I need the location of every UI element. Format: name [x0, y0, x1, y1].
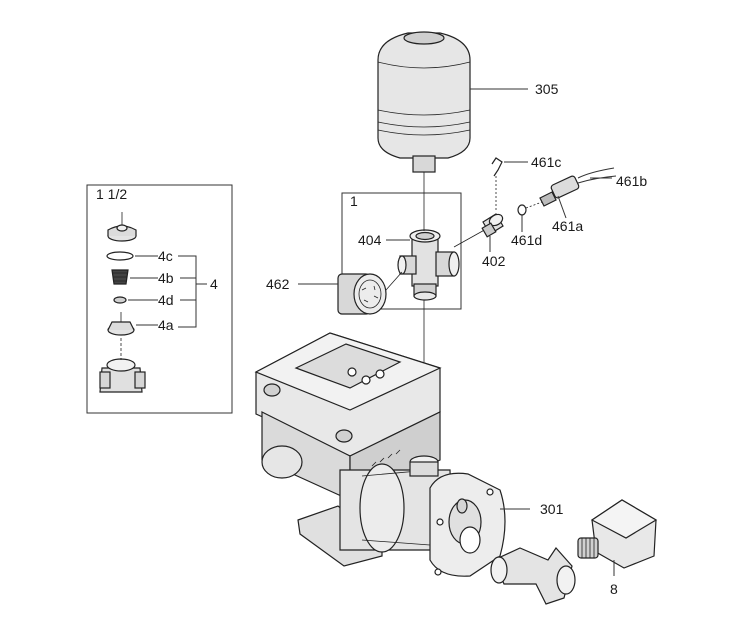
leader-461a [557, 195, 567, 219]
pump-unit [254, 332, 506, 577]
label-4d: 4d [158, 292, 174, 308]
label-461b: 461b [616, 173, 647, 189]
label-402: 402 [482, 253, 506, 269]
label-4b: 4b [158, 270, 174, 286]
retaining-clip [491, 157, 503, 177]
elbow-fitting [490, 547, 576, 605]
pressure-gauge [337, 271, 403, 315]
label-4c: 4c [158, 248, 173, 264]
label-4: 4 [210, 276, 218, 292]
bracket-4 [178, 255, 197, 328]
label-301: 301 [540, 501, 564, 517]
label-4a: 4a [158, 317, 174, 333]
label-461d: 461d [511, 232, 542, 248]
label-inset-title: 1 1/2 [96, 186, 127, 202]
nipple-fitting [481, 213, 504, 238]
five-way-fitting [397, 229, 460, 301]
pressure-switch [525, 167, 617, 209]
inset-box [86, 184, 233, 414]
label-462: 462 [266, 276, 290, 292]
label-305: 305 [535, 81, 559, 97]
label-404: 404 [358, 232, 382, 248]
small-o-ring [517, 204, 527, 216]
label-461c: 461c [531, 154, 561, 170]
label-box-1: 1 [350, 193, 358, 209]
label-461a: 461a [552, 218, 583, 234]
label-8: 8 [610, 581, 618, 597]
assembly-box [341, 192, 462, 310]
adapter-fitting [577, 499, 658, 569]
valve-kit-parts [99, 212, 146, 393]
pressure-tank [377, 31, 471, 173]
